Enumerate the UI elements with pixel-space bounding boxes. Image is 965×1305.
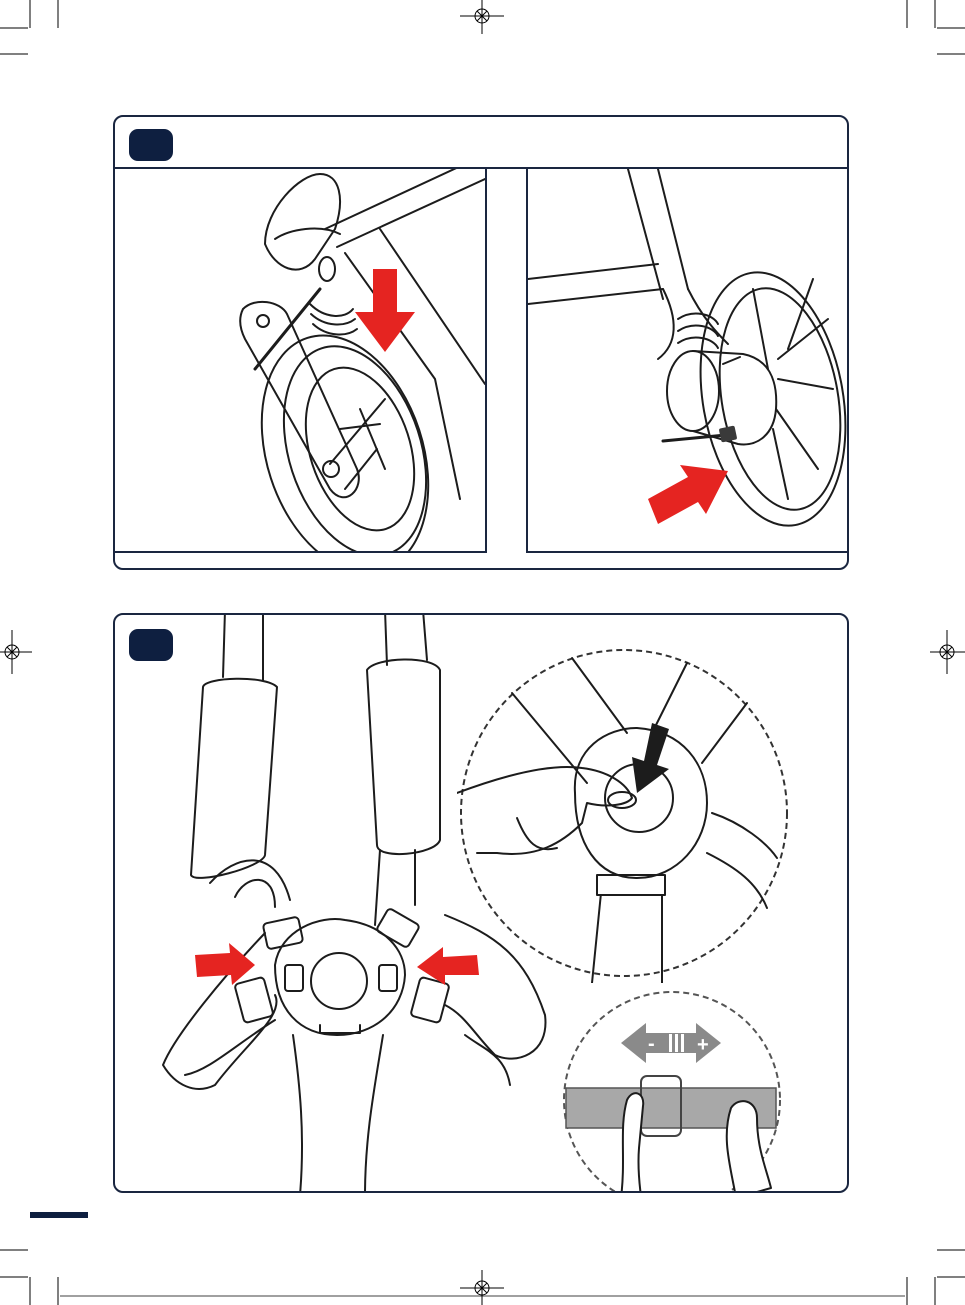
registration-mark-right bbox=[930, 630, 965, 674]
wheel-lock-down-illustration bbox=[113, 167, 487, 553]
step-1-badge bbox=[129, 129, 173, 161]
step-1-panel bbox=[113, 115, 849, 570]
push-tab-arrow bbox=[648, 465, 728, 524]
buckle-press-zoom bbox=[457, 643, 793, 983]
wheel-release-tab-illustration bbox=[526, 167, 849, 553]
left-shoulder-pad bbox=[191, 679, 277, 878]
right-shoulder-pad bbox=[367, 659, 440, 854]
registration-mark-left bbox=[0, 630, 32, 674]
step-2-panel: - + bbox=[113, 613, 849, 1193]
registration-mark-bottom bbox=[460, 1270, 504, 1305]
adjust-minus-label: - bbox=[648, 1033, 655, 1055]
page-number-bar bbox=[30, 1212, 88, 1218]
left-hand bbox=[621, 1093, 643, 1193]
registration-mark-top bbox=[460, 0, 504, 34]
release-tab bbox=[719, 425, 738, 442]
strap-adjust-zoom: - + bbox=[561, 988, 783, 1193]
adjust-plus-label: + bbox=[697, 1034, 709, 1056]
